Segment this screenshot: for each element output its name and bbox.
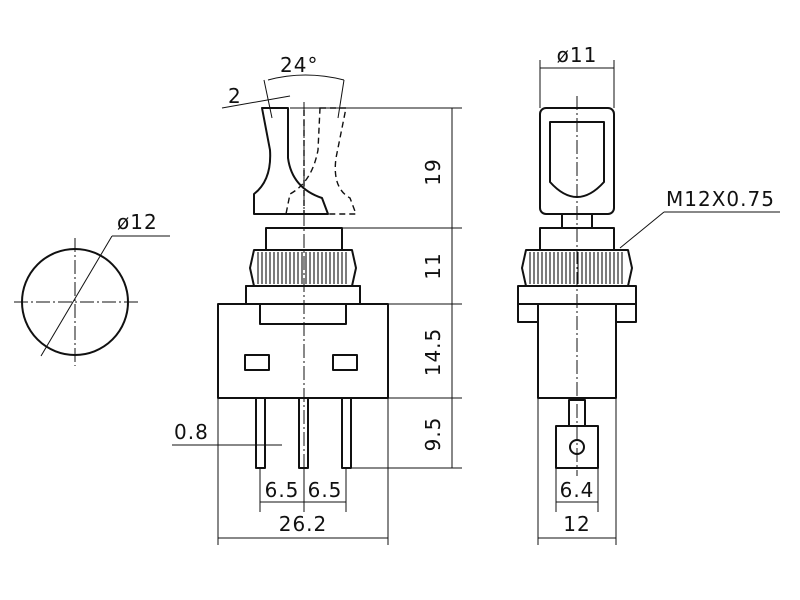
terminal-width-label: 6.4 xyxy=(560,478,595,502)
panel-hole-view: ø12 xyxy=(14,210,170,366)
tip-width-line xyxy=(221,95,291,109)
lever-outline xyxy=(253,107,329,215)
knurl-lines xyxy=(257,252,347,284)
angle-leader-left xyxy=(263,79,273,119)
body-width-label: 26.2 xyxy=(279,512,328,536)
lever-height-label: 19 xyxy=(421,158,445,185)
angle-leader-right xyxy=(337,79,345,119)
lever-alternate-outline xyxy=(285,107,358,215)
switch-body xyxy=(217,285,389,399)
terminal-slot-left xyxy=(244,354,270,371)
side-view xyxy=(517,96,637,476)
thread-label: M12X0.75 xyxy=(666,187,775,211)
angle-arc xyxy=(267,74,345,81)
tip-width-label: 2 xyxy=(228,84,242,108)
dimensions: 24° 2 19 11 14.5 9.5 0.8 6.5 6.5 26.2 xyxy=(172,43,780,545)
pitch-right-label: 6.5 xyxy=(308,478,343,502)
thread-leader xyxy=(619,211,665,249)
hole-diameter-leader xyxy=(40,235,113,357)
front-view xyxy=(217,102,389,470)
terminal-height-label: 9.5 xyxy=(421,417,445,452)
side-body-step xyxy=(517,304,637,323)
terminal-slot-right xyxy=(332,354,358,371)
body-step xyxy=(259,304,347,325)
side-knurl-lines xyxy=(529,252,623,284)
side-width-label: 12 xyxy=(563,512,590,536)
terminal-thickness-label: 0.8 xyxy=(174,420,209,444)
angle-label: 24° xyxy=(280,53,318,77)
body-height-label: 14.5 xyxy=(421,328,445,377)
lever-cap-inner xyxy=(549,121,605,198)
bushing-height-label: 11 xyxy=(421,252,445,279)
hole-diameter-label: ø12 xyxy=(117,210,158,234)
bushing-flange xyxy=(245,285,361,305)
terminal-1 xyxy=(255,397,266,469)
cap-diameter-label: ø11 xyxy=(557,43,598,67)
pitch-left-label: 6.5 xyxy=(265,478,300,502)
terminal-3 xyxy=(341,397,352,469)
